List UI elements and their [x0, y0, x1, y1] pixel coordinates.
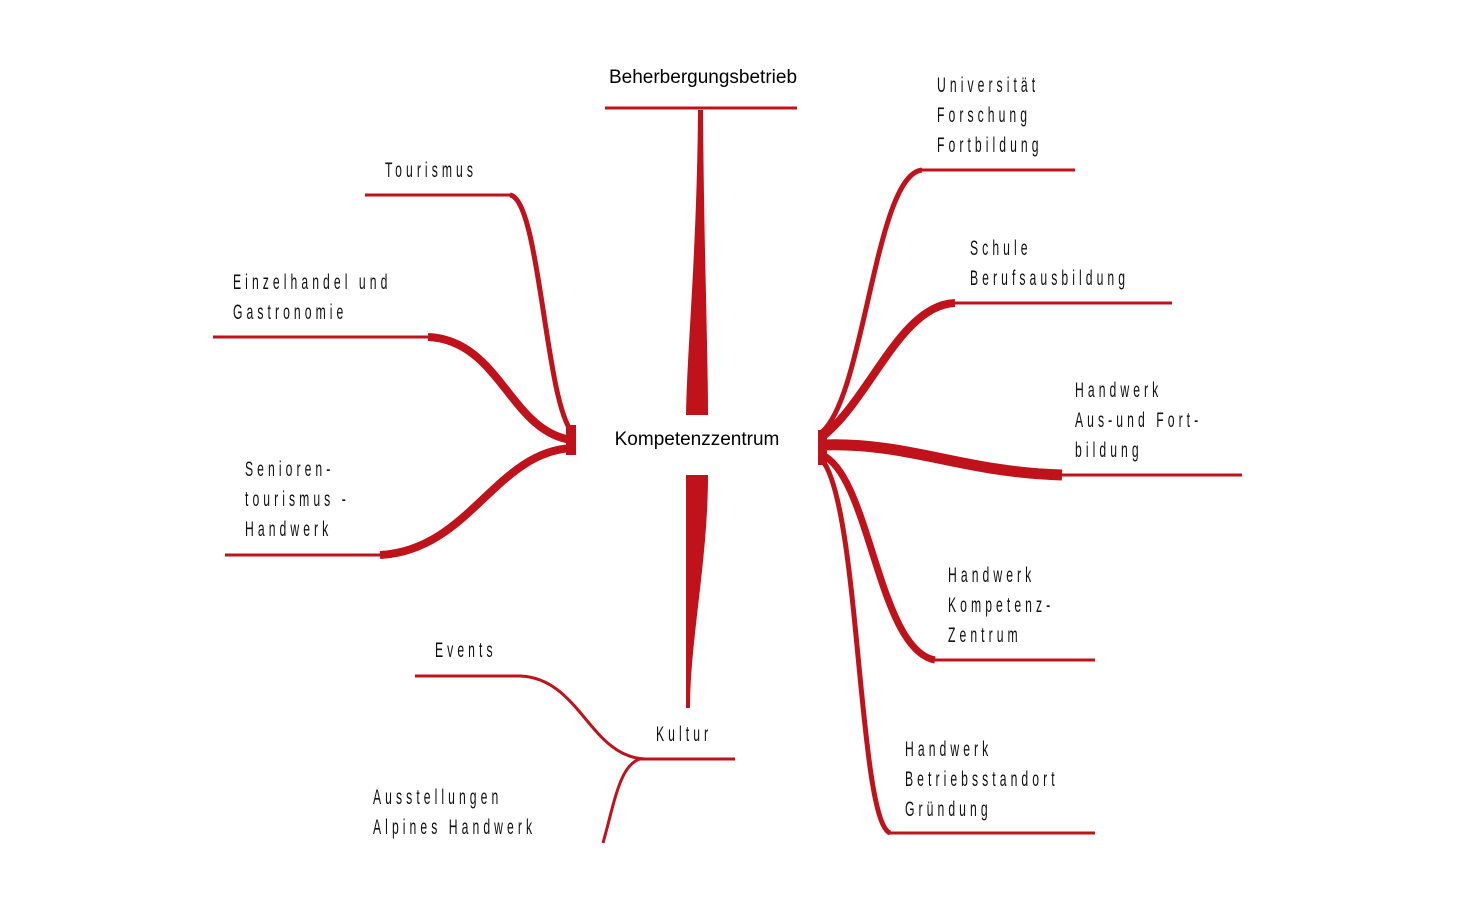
node-universitaet: Universität Forschung Fortbildung [937, 71, 1043, 161]
branch-curve-ausstellungen [601, 757, 641, 844]
node-line: bildung [1075, 439, 1143, 462]
node-ausstellungen: Ausstellungen Alpines Handwerk [373, 783, 536, 843]
node-line: Gründung [905, 798, 992, 821]
node-kompetenzzentrum: Kompetenzzentrum [614, 429, 780, 450]
node-events: Events [435, 636, 497, 666]
node-tourismus: Tourismus [385, 156, 477, 186]
branch-curve-einzelhandel [427, 333, 573, 444]
branch-curve-handwerk-aus [821, 439, 1063, 481]
node-line: Gastronomie [233, 301, 348, 324]
branch-curve-events [519, 674, 646, 761]
node-line: Handwerk [948, 564, 1036, 587]
node-line: Fortbildung [937, 134, 1043, 157]
branch-trunk-bottom [686, 475, 708, 708]
node-schule: Schule Berufsausbildung [970, 234, 1129, 294]
branch-trunk-top [686, 110, 708, 415]
node-line: Berufsausbildung [970, 267, 1130, 290]
node-line: Aus-und Fort- [1075, 409, 1203, 432]
node-line: Handwerk [1075, 379, 1163, 402]
node-handwerk-kompetenz: Handwerk Kompetenz- Zentrum [948, 561, 1054, 651]
node-line: Zentrum [948, 624, 1022, 647]
node-line: Events [435, 639, 497, 662]
node-handwerk-betrieb: Handwerk Betriebsstandort Gründung [905, 735, 1059, 825]
node-line: Forschung [937, 104, 1032, 127]
node-senioren: Senioren- tourismus - Handwerk [245, 455, 350, 545]
node-beherbergungsbetrieb: Beherbergungsbetrieb [608, 67, 798, 88]
node-einzelhandel: Einzelhandel und Gastronomie [233, 268, 391, 328]
branch-curve-handwerk-kompetenz [820, 451, 937, 664]
node-line: Handwerk [245, 518, 333, 541]
node-line: Tourismus [385, 159, 478, 182]
branch-curve-schule [819, 299, 956, 441]
branch-curve-handwerk-betrieb [819, 458, 892, 836]
node-line: Handwerk [905, 738, 993, 761]
node-line: Universität [937, 74, 1040, 97]
branch-curve-senioren [379, 444, 573, 559]
node-line: tourismus - [245, 488, 350, 511]
node-line: Alpines Handwerk [373, 816, 537, 839]
branch-curve-tourismus [508, 192, 575, 434]
node-line: Schule [970, 237, 1032, 260]
node-line: Kompetenz- [948, 594, 1055, 617]
node-handwerk-aus: Handwerk Aus-und Fort- bildung [1075, 376, 1202, 466]
node-line: Ausstellungen [373, 786, 503, 809]
node-kultur: Kultur [656, 720, 712, 750]
branch-curve-universitaet [820, 167, 923, 434]
node-line: Senioren- [245, 458, 335, 481]
node-line: Kultur [656, 723, 713, 746]
node-line: Betriebsstandort [905, 768, 1059, 791]
node-line: Einzelhandel und [233, 271, 392, 294]
